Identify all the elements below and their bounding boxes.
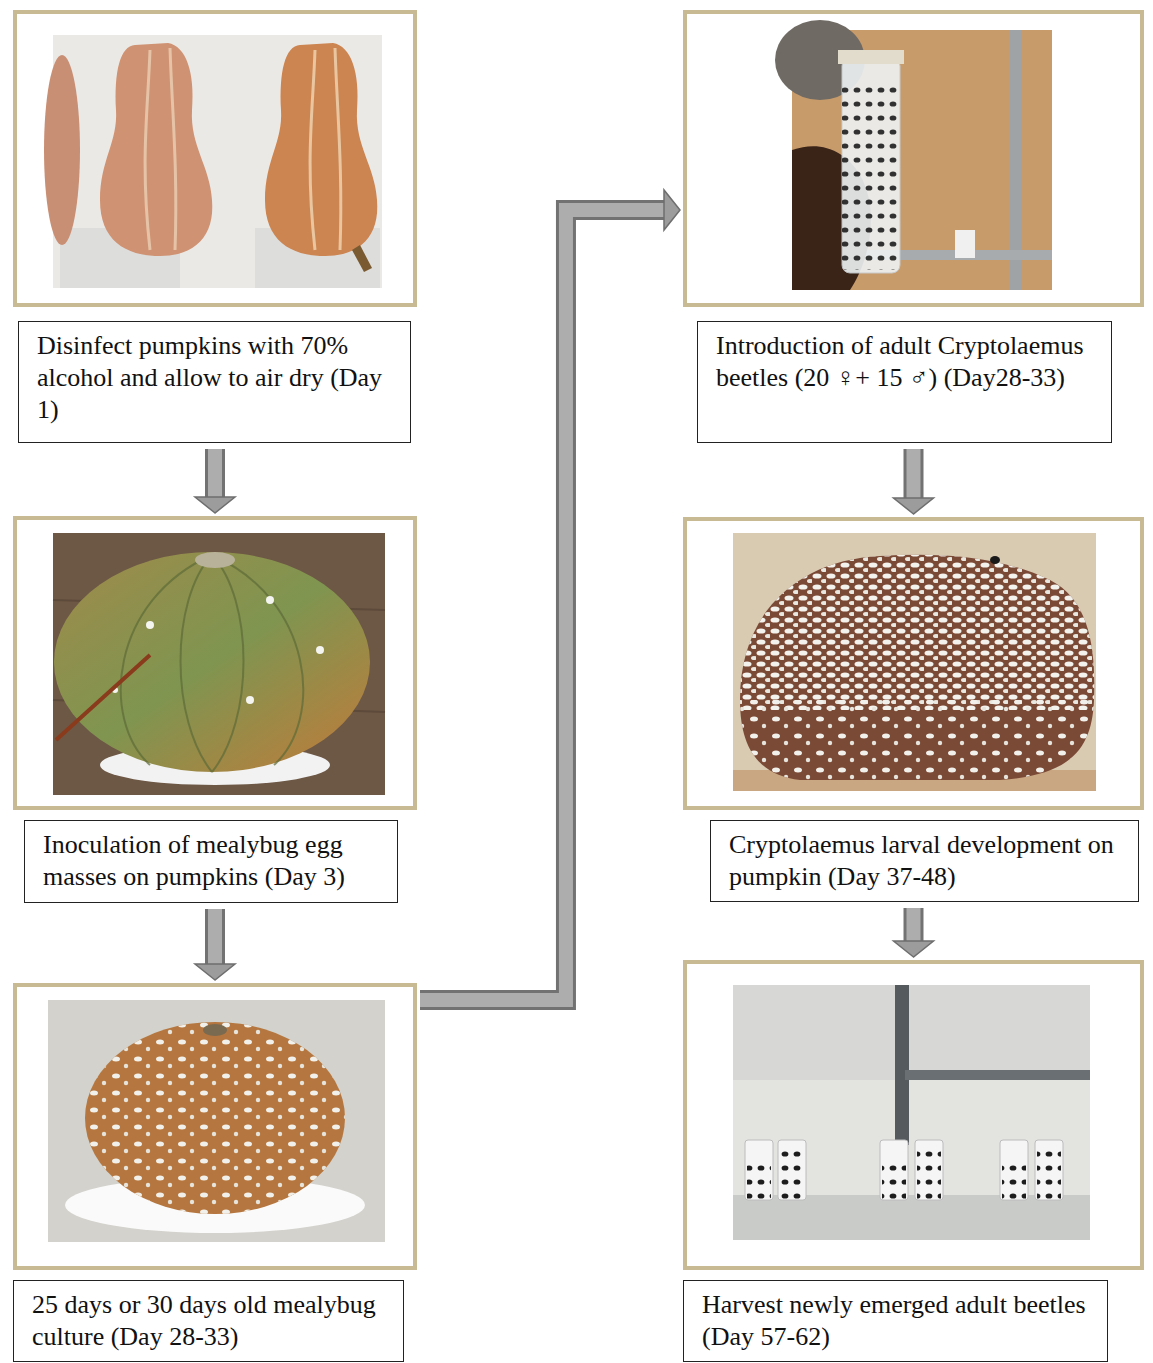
flow-step: Cryptolaemus larval development on pumpk…: [683, 517, 1144, 902]
caption-box: Introduction of adult Cryptolaemus beetl…: [697, 321, 1112, 443]
arrow-shaft: [907, 449, 921, 499]
caption-box: Cryptolaemus larval development on pumpk…: [710, 820, 1139, 902]
flow-step: Introduction of adult Cryptolaemus beetl…: [683, 10, 1144, 443]
photo-mealybug-culture: [15, 985, 415, 1268]
caption-box: 25 days or 30 days old mealybug culture …: [13, 1280, 404, 1362]
arrow-head: [664, 190, 680, 230]
step-caption: Introduction of adult Cryptolaemus beetl…: [716, 330, 1097, 394]
arrow-shaft: [208, 449, 222, 498]
arrow-shaft-edge: [205, 449, 225, 498]
flow-arrow: [195, 909, 235, 980]
arrow-shaft: [208, 909, 222, 965]
step-caption: Cryptolaemus larval development on pumpk…: [729, 829, 1124, 893]
caption-box: Disinfect pumpkins with 70% alcohol and …: [18, 321, 411, 443]
arrow-shaft-edge: [420, 210, 665, 1000]
arrow-head: [894, 941, 934, 957]
step-caption: Disinfect pumpkins with 70% alcohol and …: [37, 330, 396, 426]
step-caption: Inoculation of mealybug egg masses on pu…: [43, 829, 383, 893]
arrow-head: [894, 498, 934, 514]
flow-arrow: [894, 449, 934, 514]
flow-step: Disinfect pumpkins with 70% alcohol and …: [13, 10, 417, 443]
caption-box: Harvest newly emerged adult beetles (Day…: [683, 1280, 1108, 1362]
arrow-head: [195, 497, 235, 513]
photo-larval-development: [685, 519, 1142, 808]
flow-step: Inoculation of mealybug egg masses on pu…: [13, 516, 417, 903]
arrow-head: [195, 964, 235, 980]
flow-arrow: [894, 908, 934, 957]
flow-arrow: [195, 449, 235, 513]
flow-step: Harvest newly emerged adult beetles (Day…: [683, 960, 1144, 1362]
arrow-shaft-edge: [205, 909, 225, 965]
photo-disinfect: [15, 12, 415, 305]
arrow-shaft: [907, 908, 921, 942]
photo-beetle-introduction: [685, 12, 1142, 305]
flow-step: 25 days or 30 days old mealybug culture …: [13, 983, 417, 1362]
photo-harvest: [685, 962, 1142, 1268]
arrow-shaft: [420, 210, 665, 1000]
flow-arrow: [420, 190, 680, 1000]
caption-box: Inoculation of mealybug egg masses on pu…: [24, 820, 398, 903]
arrow-shaft-edge: [904, 449, 924, 499]
step-caption: 25 days or 30 days old mealybug culture …: [32, 1289, 389, 1353]
photo-inoculation: [15, 518, 415, 808]
arrow-shaft-edge: [904, 908, 924, 942]
step-caption: Harvest newly emerged adult beetles (Day…: [702, 1289, 1093, 1353]
